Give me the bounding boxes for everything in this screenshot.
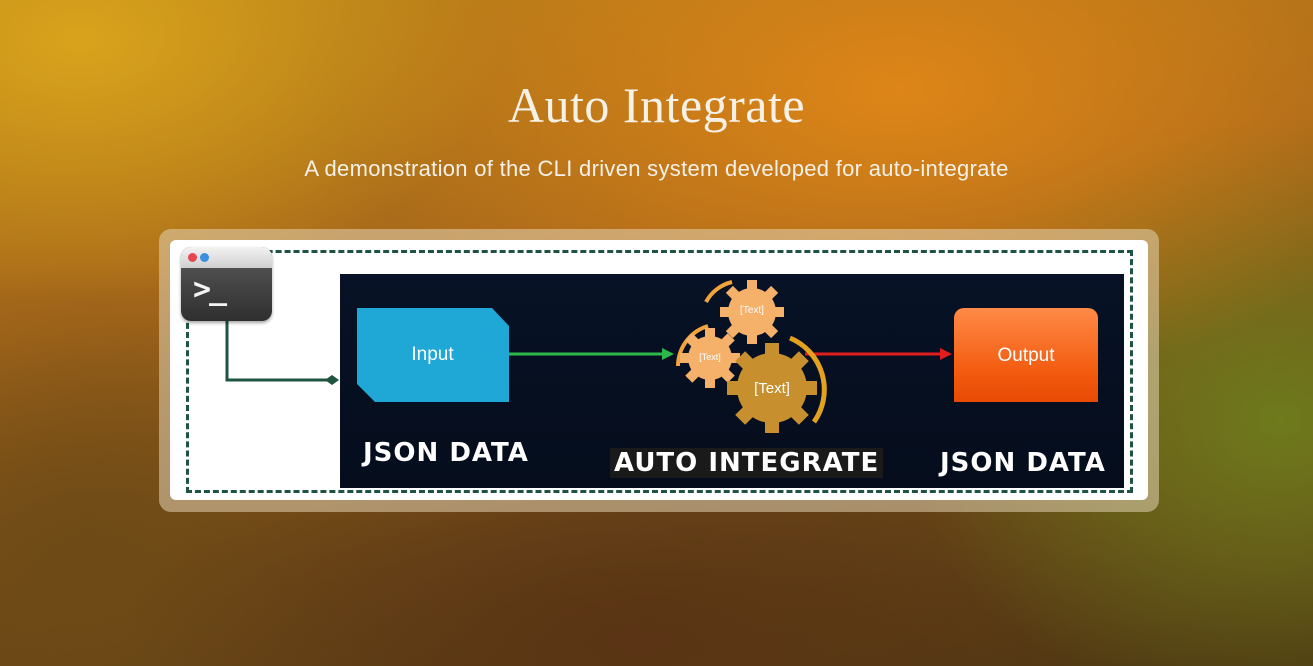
caption-input: JSON DATA: [363, 438, 529, 468]
terminal-connector: [225, 320, 339, 385]
gear-large-label: [Text]: [754, 380, 790, 397]
gear-left: [680, 328, 740, 388]
output-arrowhead: [940, 348, 952, 360]
terminal-titlebar: [181, 247, 272, 268]
terminal-prompt-icon: >_: [193, 272, 227, 307]
caption-output: JSON DATA: [940, 448, 1106, 478]
caption-process: AUTO INTEGRATE: [610, 448, 884, 478]
close-dot-icon: [188, 253, 197, 262]
input-label: Input: [411, 344, 454, 365]
flow-graphics: [340, 280, 952, 433]
output-box: Output: [954, 308, 1098, 402]
flow-panel: Input [Text] [Text] [Text] Output JSON D…: [340, 274, 1124, 488]
gear-left-label: [Text]: [699, 352, 721, 362]
input-shape: [340, 308, 509, 402]
dashed-border: [186, 250, 1133, 493]
gear-orbit-arc: [704, 280, 733, 304]
input-arrowhead: [662, 348, 674, 360]
connector-diamond: [325, 375, 339, 385]
terminal-window[interactable]: >_: [181, 247, 272, 321]
gear-top: [720, 280, 784, 344]
page-subtitle: A demonstration of the CLI driven system…: [304, 156, 1009, 181]
output-label: Output: [997, 345, 1055, 366]
page-title: Auto Integrate: [507, 77, 806, 133]
gear-top-label: [Text]: [740, 305, 764, 316]
minimize-dot-icon: [200, 253, 209, 262]
gear-orbit-arc: [789, 335, 827, 424]
